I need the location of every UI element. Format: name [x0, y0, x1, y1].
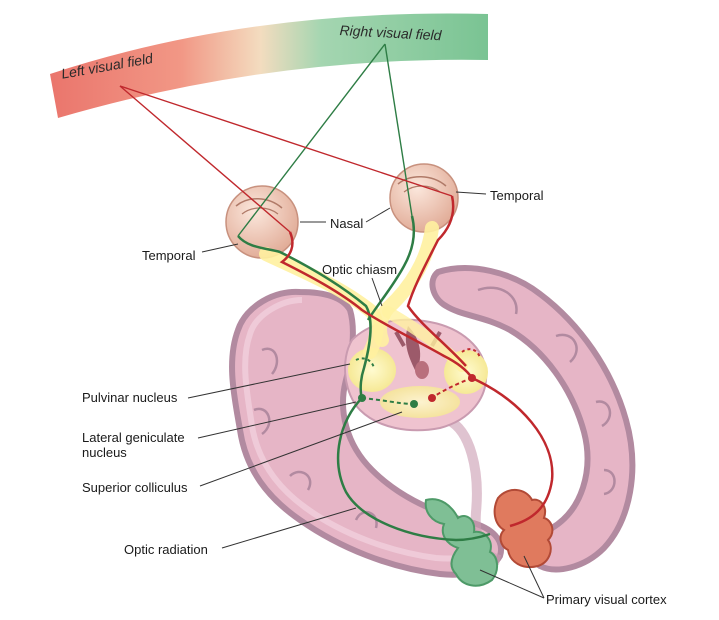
optic-radiation-label: Optic radiation [124, 542, 208, 557]
right-eye [389, 163, 459, 233]
primary-visual-cortex-label: Primary visual cortex [546, 592, 667, 607]
nasal-label: Nasal [330, 216, 364, 231]
optic-chiasm-label: Optic chiasm [322, 262, 398, 277]
leader-lines [187, 191, 545, 599]
field-rays [119, 43, 453, 237]
red-pathway [279, 195, 554, 528]
green-pathway [237, 215, 491, 542]
temporal-right-label: Temporal [490, 188, 544, 203]
optic-tract-right [382, 306, 468, 372]
primary-visual-cortex-right [493, 489, 554, 568]
superior-colliculus-label: Superior colliculus [82, 480, 188, 495]
lateral-geniculate-nucleus-label: Lateral geniculate nucleus [82, 430, 185, 460]
primary-visual-cortex-left [424, 498, 498, 587]
pulvinar-nucleus-label: Pulvinar nucleus [82, 390, 178, 405]
temporal-left-label: Temporal [142, 248, 196, 263]
visual-field-band [50, 13, 488, 118]
